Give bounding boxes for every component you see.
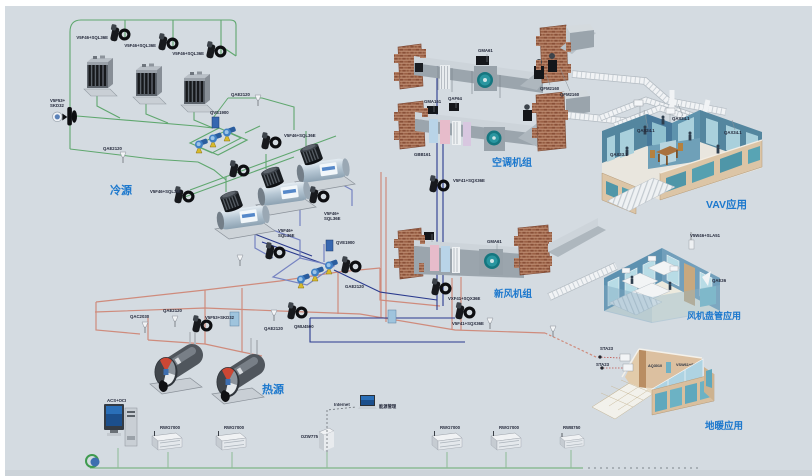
svg-text:冷源: 冷源 xyxy=(110,183,132,197)
svg-text:V5F46+SQL36E: V5F46+SQL36E xyxy=(150,189,182,194)
svg-text:QAX34.1: QAX34.1 xyxy=(637,128,655,133)
svg-text:VXF41+SQX36E: VXF41+SQX36E xyxy=(448,296,480,301)
svg-text:QAE2120: QAE2120 xyxy=(264,326,283,331)
svg-text:RWG7000: RWG7000 xyxy=(499,425,520,430)
svg-text:V5F41+SQX36E: V5F41+SQX36E xyxy=(453,178,485,183)
svg-text:V5W46+SLA51: V5W46+SLA51 xyxy=(690,233,721,238)
svg-text:QVE1900: QVE1900 xyxy=(210,110,229,115)
svg-text:空调机组: 空调机组 xyxy=(492,156,532,169)
svg-text:V5F46+SQL36E: V5F46+SQL36E xyxy=(76,35,108,40)
svg-text:QMU4500: QMU4500 xyxy=(294,324,314,329)
svg-text:QAE2120: QAE2120 xyxy=(163,308,182,313)
svg-text:V5F46+SQL36E: V5F46+SQL36E xyxy=(172,51,204,56)
svg-text:VAV应用: VAV应用 xyxy=(706,198,747,211)
svg-text:RWG7000: RWG7000 xyxy=(224,425,245,430)
svg-text:V5F53+SKD32: V5F53+SKD32 xyxy=(205,315,235,320)
svg-text:V5F46+: V5F46+ xyxy=(278,228,294,233)
svg-text:风机盘管应用: 风机盘管应用 xyxy=(687,310,741,321)
svg-text:GBB161: GBB161 xyxy=(414,152,431,157)
svg-text:ACS+OCI: ACS+OCI xyxy=(107,398,126,403)
svg-text:SQL36E: SQL36E xyxy=(324,216,341,221)
svg-text:QAE2120: QAE2120 xyxy=(231,92,250,97)
svg-text:STA23: STA23 xyxy=(596,362,610,367)
svg-text:QAF64: QAF64 xyxy=(448,96,462,101)
svg-text:GMA61: GMA61 xyxy=(478,48,493,53)
svg-text:V5F46+: V5F46+ xyxy=(324,211,340,216)
svg-text:RWB750: RWB750 xyxy=(563,425,581,430)
svg-text:热源: 热源 xyxy=(262,382,284,396)
svg-text:能源管理: 能源管理 xyxy=(379,403,397,410)
svg-text:QFM2160: QFM2160 xyxy=(560,92,580,97)
svg-text:RWG7000: RWG7000 xyxy=(160,425,181,430)
svg-text:QFM2160: QFM2160 xyxy=(540,86,560,91)
svg-text:新风机组: 新风机组 xyxy=(494,288,533,300)
svg-text:V5F53+: V5F53+ xyxy=(50,98,66,103)
svg-text:AQ3010: AQ3010 xyxy=(648,364,662,368)
svg-text:QAX34.1: QAX34.1 xyxy=(672,116,690,121)
svg-text:V5F46+SQL36E: V5F46+SQL36E xyxy=(284,133,316,138)
svg-text:QAC2030: QAC2030 xyxy=(130,314,150,319)
svg-text:GMA161: GMA161 xyxy=(424,99,442,104)
svg-text:QAX33.1: QAX33.1 xyxy=(610,152,628,157)
svg-text:地暖应用: 地暖应用 xyxy=(705,420,743,432)
svg-text:VSW61+SSB61: VSW61+SSB61 xyxy=(676,363,703,367)
svg-text:V5F41+SQX36E: V5F41+SQX36E xyxy=(452,321,484,326)
svg-text:STA23: STA23 xyxy=(600,346,614,351)
svg-text:QAE2120: QAE2120 xyxy=(103,146,122,151)
svg-text:Internet: Internet xyxy=(334,402,350,407)
svg-text:RWG7000: RWG7000 xyxy=(440,425,461,430)
svg-text:V5F46+SQL36E: V5F46+SQL36E xyxy=(124,43,156,48)
svg-text:OZW775: OZW775 xyxy=(301,434,319,439)
svg-text:QVE1900: QVE1900 xyxy=(336,240,355,245)
svg-text:QAX34.1: QAX34.1 xyxy=(724,130,742,135)
svg-text:QAE36: QAE36 xyxy=(712,278,727,283)
svg-text:GMA61: GMA61 xyxy=(487,239,502,244)
svg-text:SKD32: SKD32 xyxy=(50,103,64,108)
svg-text:SQL36E: SQL36E xyxy=(278,233,295,238)
svg-text:GAE2120: GAE2120 xyxy=(345,284,364,289)
